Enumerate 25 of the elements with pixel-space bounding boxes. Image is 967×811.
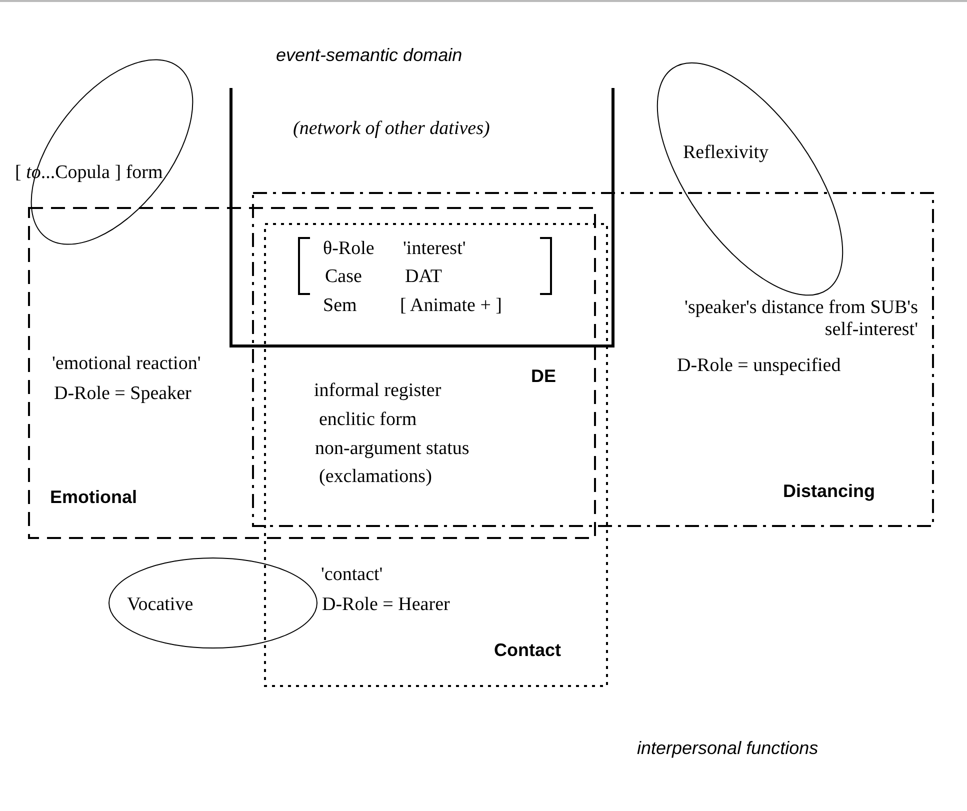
role-value: D-Role = Hearer [322,594,450,616]
property-text: (exclamations) [319,466,432,488]
ellipse-label: Vocative [127,594,194,616]
role-value: D-Role = Speaker [54,383,192,405]
property-text: non-argument status [315,438,470,460]
ellipse-label: Reflexivity [683,142,768,164]
feature-name: θ-Role [323,238,374,260]
role-gloss: 'emotional reaction' [52,353,201,375]
region-label: Contact [494,640,561,661]
region-label: Distancing [783,481,876,502]
region-label: Emotional [50,487,138,508]
domain-note: (network of other datives) [293,118,490,140]
role-gloss: 'contact' [321,564,383,586]
property-text: enclitic form [319,409,417,431]
role-value: D-Role = unspecified [677,355,841,377]
feature-name: Sem [323,295,357,317]
role-gloss: 'speaker's distance from SUB's self-interest' [684,297,918,341]
feature-value: [ Animate + ] [400,295,502,317]
feature-value: 'interest' [403,238,466,260]
feature-name: Case [325,266,362,288]
feature-value: DAT [405,266,442,288]
region-label: DE [531,366,556,387]
property-text: informal register [314,380,442,402]
figure-caption: interpersonal functions [637,738,818,759]
domain-heading: event-semantic domain [276,45,462,66]
